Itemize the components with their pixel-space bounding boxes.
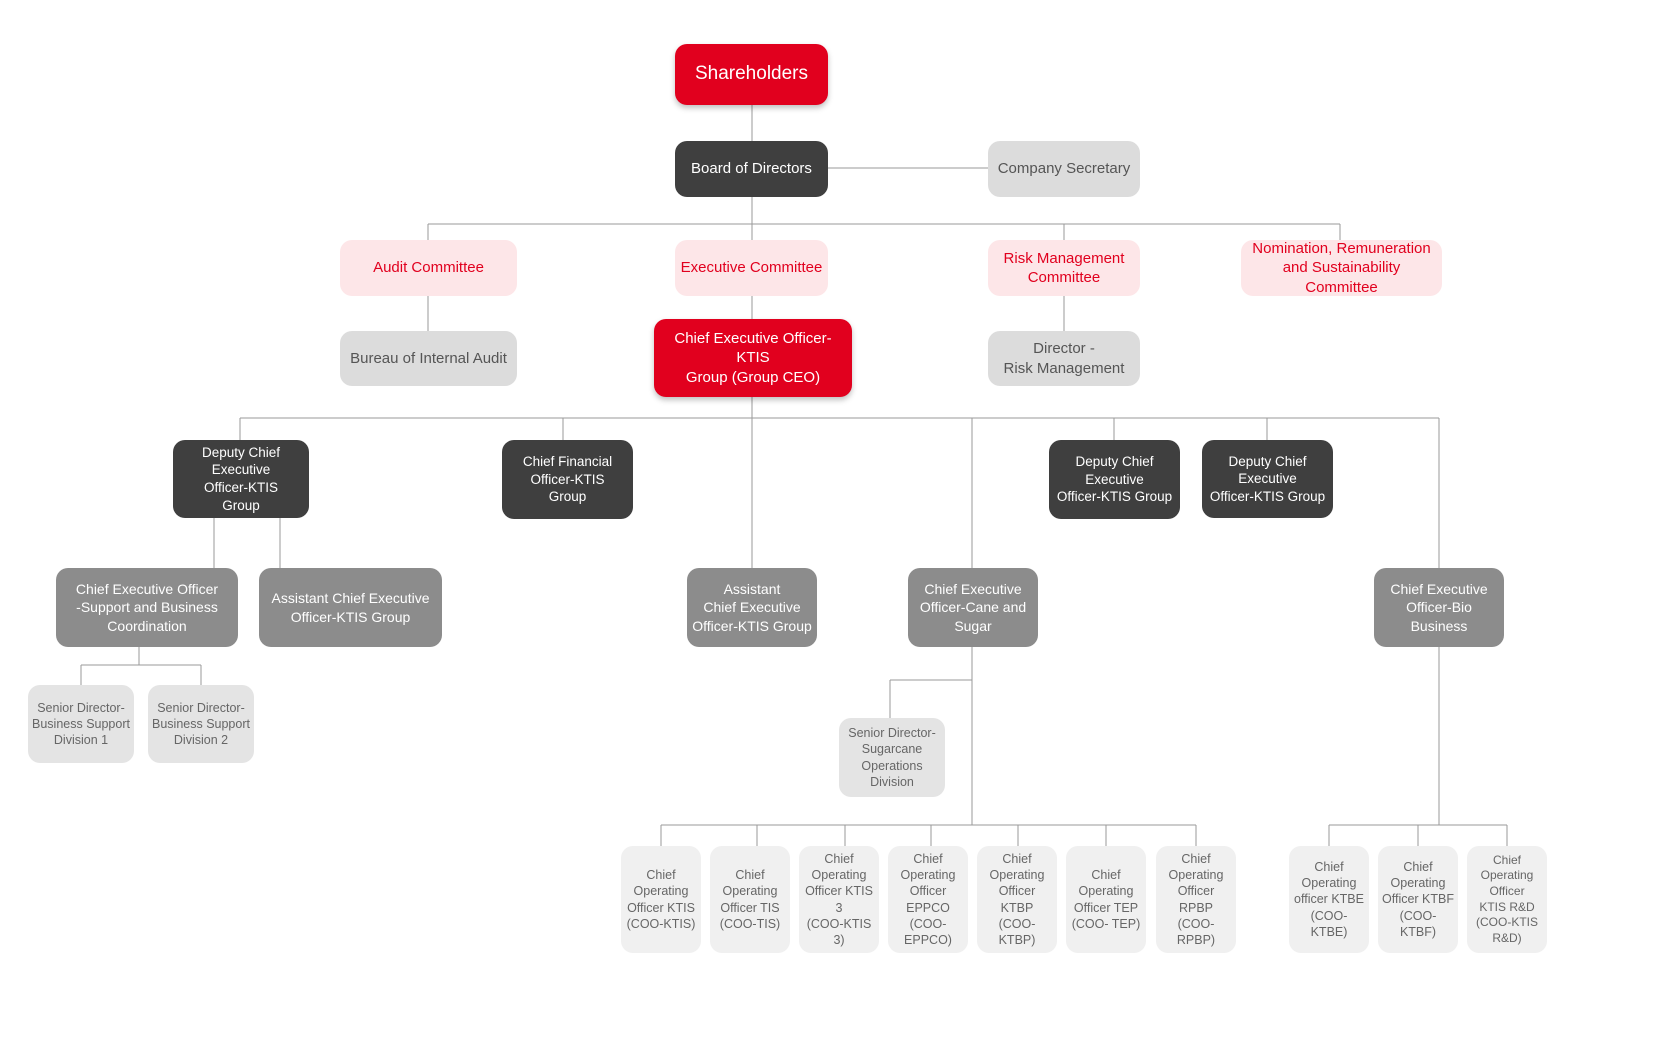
ceo-bio-business-box: Chief Executive Officer-Bio Business [1374, 568, 1504, 647]
deputy-ceo-box-2: Deputy Chief Executive Officer-KTIS Grou… [1049, 440, 1180, 519]
executive-committee-box: Executive Committee [675, 240, 828, 296]
deputy-ceo-box-3: Deputy Chief Executive Officer-KTIS Grou… [1202, 440, 1333, 518]
risk-management-committee-box: Risk Management Committee [988, 240, 1140, 296]
assistant-ceo-box-1: Assistant Chief Executive Officer-KTIS G… [259, 568, 442, 647]
coo-ktis-rnd-box: Chief Operating Officer KTIS R&D (COO-KT… [1467, 846, 1547, 953]
coo-eppco-box: Chief Operating Officer EPPCO (COO-EPPCO… [888, 846, 968, 953]
cfo-box: Chief Financial Officer-KTIS Group [502, 440, 633, 519]
coo-ktbf-box: Chief Operating Officer KTBF (COO-KTBF) [1378, 846, 1458, 953]
ceo-support-box: Chief Executive Officer -Support and Bus… [56, 568, 238, 647]
company-secretary-box: Company Secretary [988, 141, 1140, 197]
assistant-ceo-box-2: Assistant Chief Executive Officer-KTIS G… [687, 568, 817, 647]
coo-tis-box: Chief Operating Officer TIS (COO-TIS) [710, 846, 790, 953]
bureau-internal-audit-box: Bureau of Internal Audit [340, 331, 517, 386]
coo-rpbp-box: Chief Operating Officer RPBP (COO-RPBP) [1156, 846, 1236, 953]
coo-ktis3-box: Chief Operating Officer KTIS 3 (COO-KTIS… [799, 846, 879, 953]
senior-director-bs2-box: Senior Director- Business Support Divisi… [148, 685, 254, 763]
director-risk-management-box: Director - Risk Management [988, 331, 1140, 386]
senior-director-sugarcane-box: Senior Director- Sugarcane Operations Di… [839, 718, 945, 797]
coo-ktis-box: Chief Operating Officer KTIS (COO-KTIS) [621, 846, 701, 953]
senior-director-bs1-box: Senior Director- Business Support Divisi… [28, 685, 134, 763]
audit-committee-box: Audit Committee [340, 240, 517, 296]
board-of-directors-box: Board of Directors [675, 141, 828, 197]
deputy-ceo-box-1: Deputy Chief Executive Officer-KTIS Grou… [173, 440, 309, 518]
ceo-cane-sugar-box: Chief Executive Officer-Cane and Sugar [908, 568, 1038, 647]
coo-tep-box: Chief Operating Officer TEP (COO- TEP) [1066, 846, 1146, 953]
coo-ktbe-box: Chief Operating officer KTBE (COO-KTBE) [1289, 846, 1369, 953]
nomination-committee-box: Nomination, Remuneration and Sustainabil… [1241, 240, 1442, 296]
shareholders-box: Shareholders [675, 44, 828, 105]
group-ceo-box: Chief Executive Officer-KTIS Group (Grou… [654, 319, 852, 397]
coo-ktbp-box: Chief Operating Officer KTBP (COO-KTBP) [977, 846, 1057, 953]
